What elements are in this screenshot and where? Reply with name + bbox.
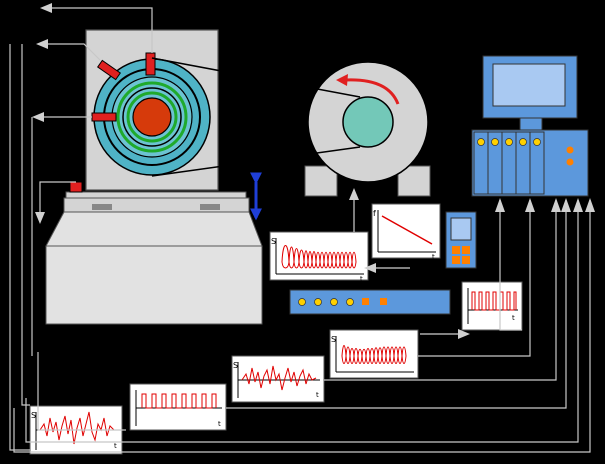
axis-label: t <box>432 253 435 261</box>
belt-top <box>151 57 361 98</box>
signal-generator-icon <box>289 289 451 315</box>
sensor-diagonal <box>96 59 122 81</box>
output-arrows <box>32 3 52 224</box>
sensor-top <box>145 52 156 76</box>
axis-label: f <box>373 209 376 218</box>
belt-bottom <box>151 146 361 177</box>
signal-plot-3: t <box>461 281 523 331</box>
rotation-arrow <box>344 78 400 105</box>
sensor-base <box>69 181 83 193</box>
hand-terminal-icon <box>445 211 477 269</box>
signal-plot-6: t <box>129 383 227 431</box>
bearing-housing-icon <box>69 29 219 193</box>
axis-label: t <box>360 275 363 283</box>
axis-label: S <box>271 237 276 246</box>
connection-wires <box>9 7 591 453</box>
axis-label: t <box>316 391 319 399</box>
axis-label: S <box>331 335 336 344</box>
signal-plot-5: S t <box>231 355 325 403</box>
axis-label: t <box>512 314 515 322</box>
signal-plot-1: S t <box>269 231 369 283</box>
machine-base <box>45 191 263 325</box>
axis-label: S <box>233 361 238 370</box>
axis-label: t <box>218 420 221 428</box>
data-acquisition-computer-icon <box>471 55 589 197</box>
spindle-motor-icon <box>304 61 431 197</box>
axis-label: t <box>114 442 117 450</box>
signal-plot-2: f t <box>371 203 441 261</box>
signal-plot-4: S <box>329 329 419 379</box>
input-arrows <box>495 198 595 212</box>
axis-label: S <box>31 411 36 420</box>
feedback-arrows <box>353 196 462 335</box>
sensor-left <box>91 112 117 122</box>
